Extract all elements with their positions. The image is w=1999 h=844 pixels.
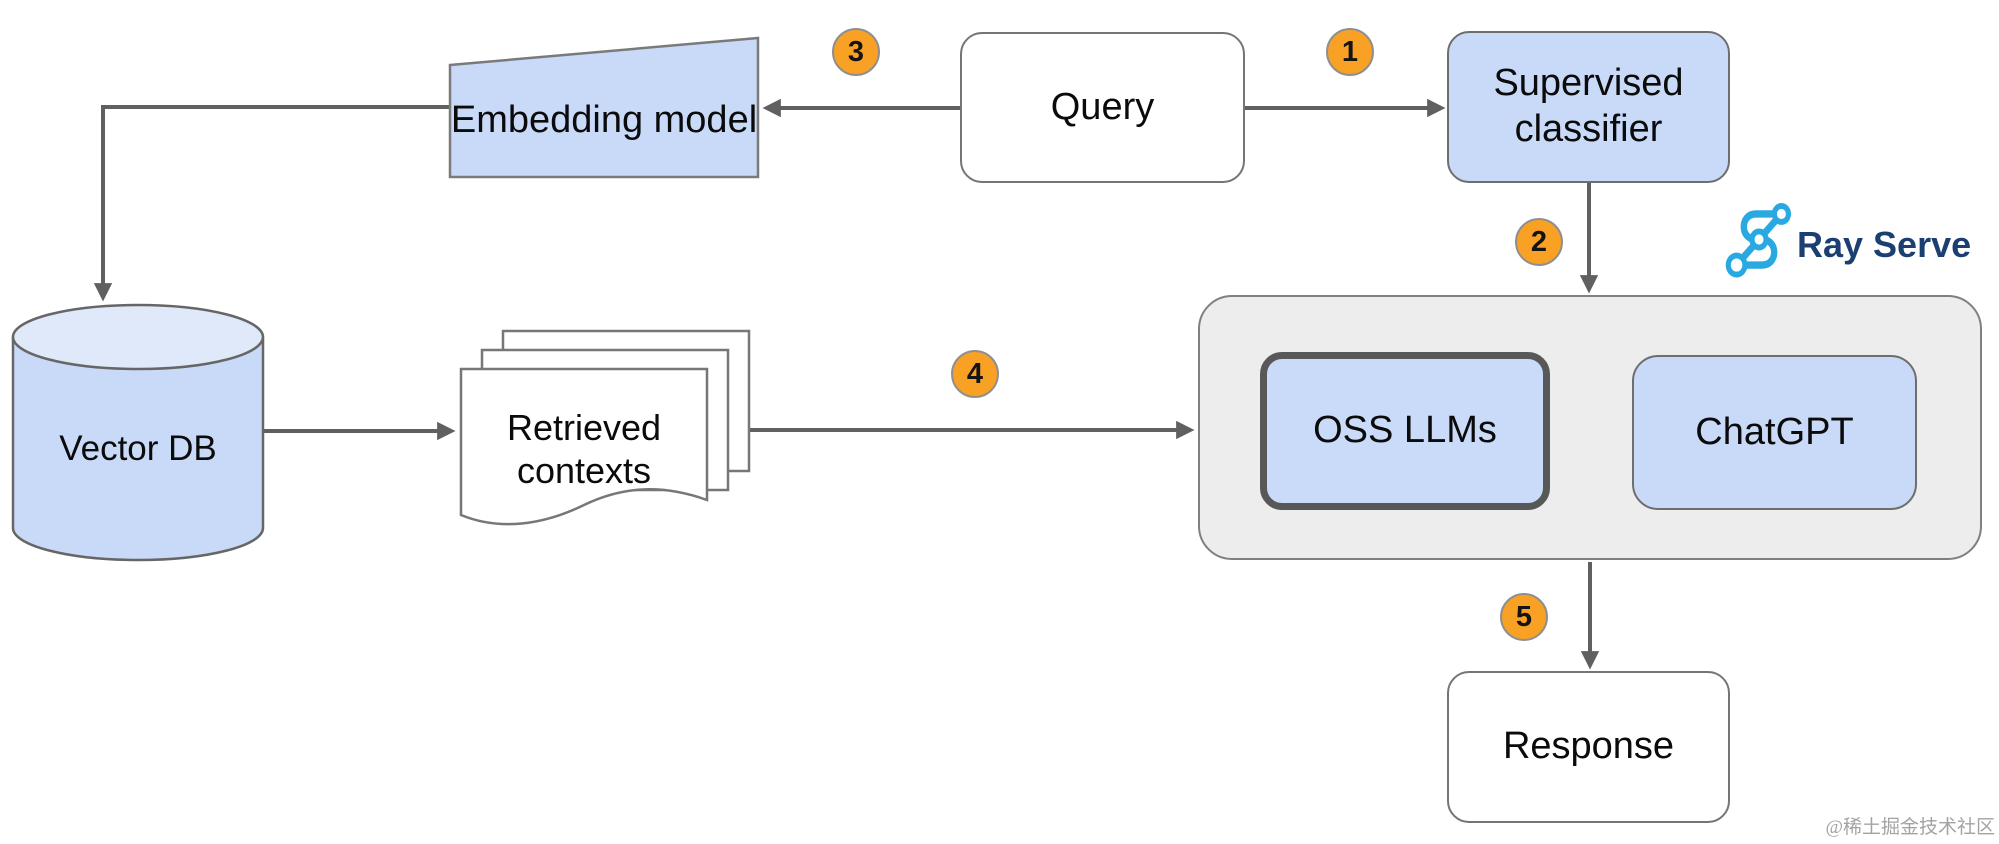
step-badge-3: 3 — [832, 28, 880, 76]
watermark-text: @稀土掘金技术社区 — [1825, 817, 1996, 838]
retrieved-contexts-shape — [459, 329, 751, 526]
query-node: Query — [960, 32, 1245, 183]
arrow-embedding-to-vectordb — [93, 105, 450, 302]
step-badge-2: 2 — [1515, 218, 1563, 266]
step-badge-1: 1 — [1326, 28, 1374, 76]
response-node: Response — [1447, 671, 1730, 823]
ray-serve-wordmark: Ray Serve — [1797, 224, 1972, 265]
chatgpt-node: ChatGPT — [1632, 355, 1917, 510]
step-badge-4: 4 — [951, 350, 999, 398]
embedding-model-label: Embedding model — [450, 99, 758, 142]
supervised-classifier-node: Supervised classifier — [1447, 31, 1730, 183]
vector-db-label: Vector DB — [59, 428, 217, 468]
step-badge-5: 5 — [1500, 593, 1548, 641]
vector-db-shape — [11, 303, 265, 562]
ray-serve-icon — [1725, 203, 1792, 278]
oss-llms-node: OSS LLMs — [1260, 352, 1550, 510]
retrieved-contexts-label: Retrieved contexts — [506, 406, 662, 491]
embedding-model-shape — [448, 36, 760, 179]
